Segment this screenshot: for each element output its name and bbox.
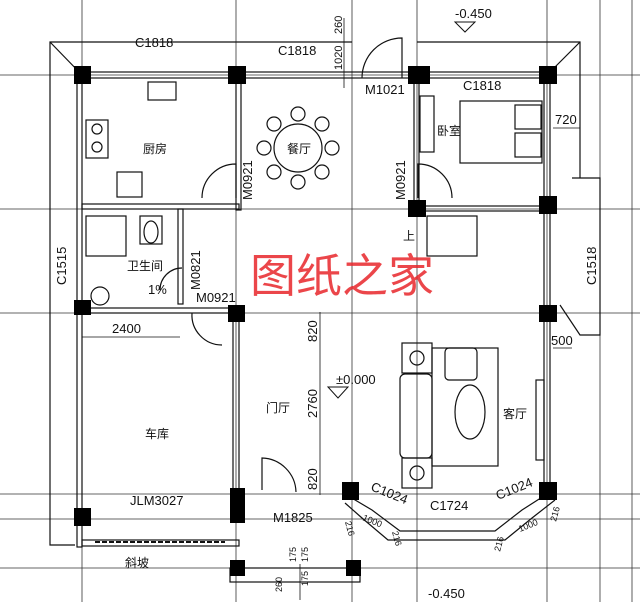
door-swings: [159, 37, 453, 493]
door-bedroom: M0921: [393, 160, 408, 200]
furniture: [85, 81, 545, 489]
slope-label: 1%: [148, 282, 167, 297]
dim-720: 720: [555, 112, 577, 127]
window-bedroom-top: C1818: [463, 78, 501, 93]
room-bathroom: 卫生间: [127, 259, 163, 273]
dim-216-3: 216: [492, 535, 506, 552]
window-bay-center: C1724: [430, 498, 468, 513]
stairs-up-label: 上: [403, 229, 415, 243]
dim-2760: 2760: [305, 389, 320, 418]
door-bath: M0821: [188, 250, 203, 290]
dim-1000-right: 1000: [517, 517, 539, 534]
watermark: 图纸之家: [250, 249, 434, 303]
room-dining: 餐厅: [287, 141, 311, 156]
window-bay-right: C1024: [494, 475, 535, 503]
door-back: M1021: [365, 82, 405, 97]
dim-216-2: 216: [390, 530, 404, 547]
door-entrance: M1825: [273, 510, 313, 525]
ramp-label: 斜坡: [125, 556, 149, 570]
window-kitchen-top: C1818: [135, 35, 173, 50]
window-bath-left: C1515: [54, 247, 69, 285]
room-garage: 车库: [145, 426, 169, 441]
door-garage: JLM3027: [130, 493, 183, 508]
room-kitchen: 厨房: [143, 141, 167, 156]
door-kitchen: M0921: [240, 160, 255, 200]
dim-500: 500: [551, 333, 573, 348]
dim-260-bottom: 260: [274, 577, 284, 592]
elevation-bottom: -0.450: [428, 586, 465, 601]
dim-260-top: 260: [333, 16, 345, 34]
roof-outline: [49, 41, 601, 546]
window-dining-top: C1818: [278, 43, 316, 58]
dim-2400: 2400: [112, 321, 141, 336]
door-garage-inner: M0921: [196, 290, 236, 305]
dim-175-3: 175: [288, 547, 298, 562]
window-bay-left: C1024: [369, 479, 410, 507]
elevation-marker-top: [453, 21, 477, 33]
dim-175-2: 175: [300, 571, 310, 586]
dim-1020: 1020: [333, 46, 345, 70]
room-bedroom: 卧室: [437, 123, 461, 138]
window-stair-right: C1518: [584, 247, 599, 285]
elevation-floor: ±0.000: [336, 372, 376, 387]
elevation-marker-floor: [326, 386, 350, 399]
dimension-lines: [82, 18, 580, 600]
dim-216-4: 216: [548, 505, 562, 522]
dim-216-1: 216: [343, 520, 357, 537]
dim-820-b: 820: [305, 468, 320, 490]
room-foyer: 门厅: [266, 400, 290, 415]
elevation-top: -0.450: [455, 6, 492, 21]
room-living: 客厅: [503, 406, 527, 421]
dim-820-a: 820: [305, 320, 320, 342]
structural-columns: [74, 66, 557, 576]
dim-175-1: 175: [300, 547, 310, 562]
